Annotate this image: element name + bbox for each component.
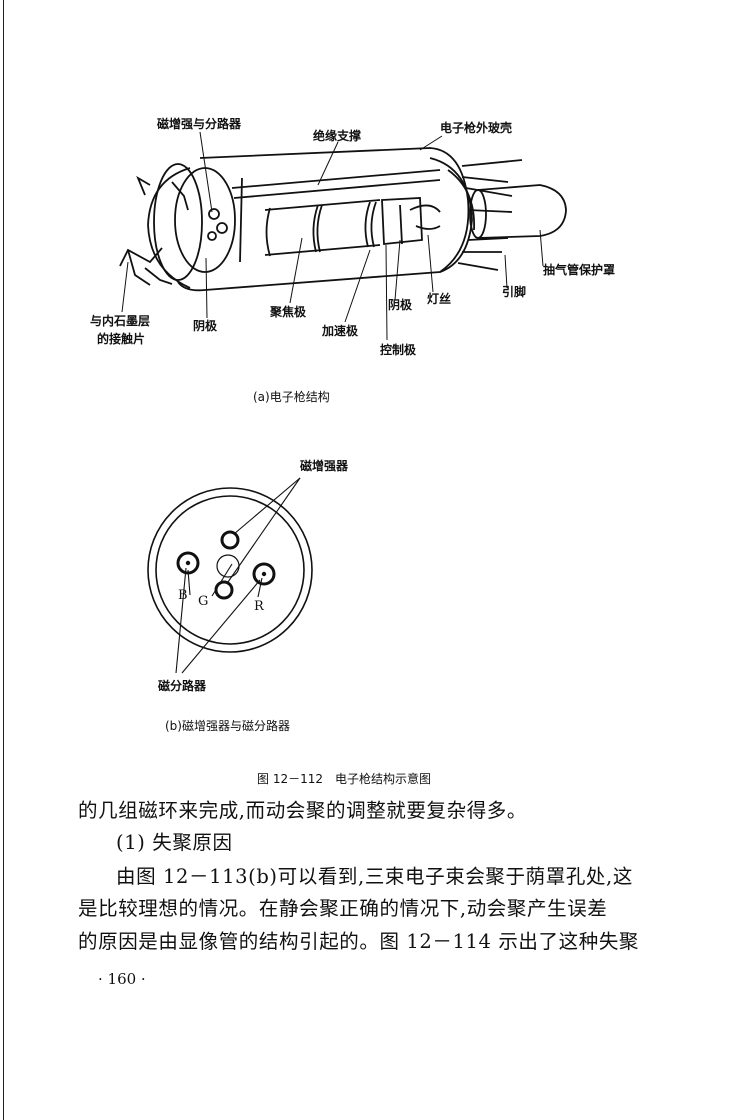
label-pins: 引脚 <box>502 284 526 299</box>
caption-figure-a: (a)电子枪结构 <box>253 390 330 404</box>
body-line-2: (1) 失聚原因 <box>116 831 233 854</box>
label-exhaust-cover: 抽气管保护罩 <box>543 262 615 277</box>
label-beam-r: R <box>254 599 265 614</box>
body-line-3: 由图 12－113(b)可以看到,三束电子束会聚于荫罩孔处,这 <box>116 865 633 888</box>
label-contact-line1: 与内石墨层 <box>90 313 150 328</box>
leader-lines-b <box>175 477 301 674</box>
leader-lines-a <box>121 131 544 341</box>
label-filament: 灯丝 <box>427 291 451 306</box>
caption-figure-b: (b)磁增强器与磁分路器 <box>165 719 290 733</box>
beam-dots <box>185 560 267 577</box>
body-line-1: 的几组磁环来完成,而动会聚的调整就要复杂得多。 <box>78 799 527 822</box>
label-cathode-right: 阴极 <box>388 297 413 312</box>
label-cathode-left: 阴极 <box>193 318 218 333</box>
page-edge <box>3 0 4 1120</box>
enhancer-splitter-drawing <box>147 487 313 653</box>
label-accelerating-electrode: 加速极 <box>321 323 359 338</box>
label-contact-line2: 的接触片 <box>97 331 145 346</box>
page-number: · 160 · <box>98 970 146 988</box>
label-mag-enhancer: 磁增强器 <box>299 458 349 473</box>
label-control-electrode: 控制极 <box>380 342 417 357</box>
label-gun-glass-shell: 电子枪外玻壳 <box>440 120 512 135</box>
label-beam-g: G <box>198 594 208 609</box>
label-beam-b: B <box>178 588 188 603</box>
label-focus-electrode: 聚焦极 <box>269 304 307 319</box>
label-insulating-support: 绝缘支撑 <box>313 128 361 143</box>
label-mag-splitter: 磁分路器 <box>157 678 207 693</box>
body-line-4: 是比较理想的情况。在静会聚正确的情况下,动会聚产生误差 <box>78 897 608 920</box>
electron-gun-drawing <box>119 147 567 292</box>
label-mag-enhancer-splitter: 磁增强与分路器 <box>156 116 242 131</box>
body-line-5: 的原因是由显像管的结构引起的。图 12－114 示出了这种失聚 <box>78 930 640 953</box>
figure-caption: 图 12－112 电子枪结构示意图 <box>257 772 431 786</box>
